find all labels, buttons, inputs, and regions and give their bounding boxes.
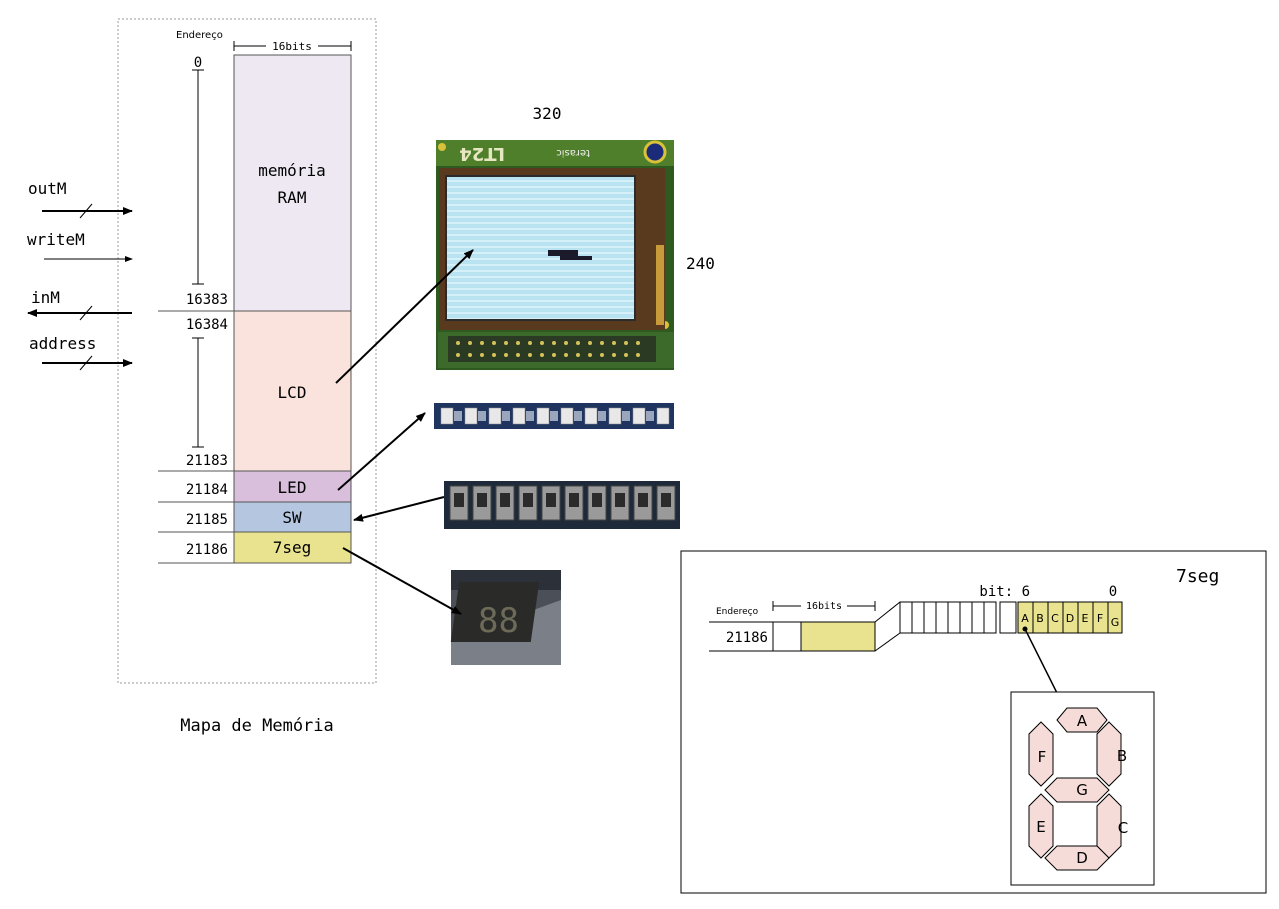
seg-photo-digits: 88 <box>478 601 519 641</box>
segment-f <box>1028 721 1054 787</box>
segment-d-label: D <box>1076 849 1088 867</box>
bit-label-C: C <box>1051 612 1059 625</box>
address-16384: 16384 <box>186 317 228 333</box>
segment-c-label: C <box>1118 819 1128 837</box>
bit-label-G: G <box>1111 616 1120 629</box>
lcd-height-label: 240 <box>686 254 715 273</box>
seg-detail-width-label: 16bits <box>806 601 842 612</box>
seg-detail-width-dimension: 16bits <box>772 601 876 612</box>
signal-inM-bus-mark <box>79 305 93 321</box>
arrow-led <box>337 412 426 491</box>
bit-label-E: E <box>1082 612 1089 625</box>
segment-g-label: G <box>1076 781 1088 799</box>
bit-6-label: bit: 6 <box>979 584 1030 600</box>
segment-a <box>1056 707 1108 733</box>
seg-detail-bit-cells <box>1017 601 1123 634</box>
signal-outM-label: outM <box>28 179 67 198</box>
segment-g <box>1044 777 1110 803</box>
segment-f-label: F <box>1038 748 1047 766</box>
lcd-range-bracket <box>192 337 204 448</box>
seg-detail-register-unused <box>772 621 802 652</box>
address-0: 0 <box>194 55 202 71</box>
region-lcd <box>233 310 352 472</box>
address-21186: 21186 <box>186 542 228 558</box>
signal-inM-label: inM <box>31 288 60 307</box>
segment-d <box>1044 845 1110 871</box>
seg-detail-address: 21186 <box>726 630 768 646</box>
bit-label-B: B <box>1036 612 1044 625</box>
lcd-width-label: 320 <box>533 104 562 123</box>
seg-detail-zoom-line-top <box>874 601 901 623</box>
memory-map-frame <box>117 18 377 684</box>
arrow-lcd <box>335 249 474 384</box>
lcd-brand-text: terasic <box>556 147 590 158</box>
bit-label-A: A <box>1021 612 1029 625</box>
lcd-board-text: LT24 <box>459 143 505 164</box>
address-16383: 16383 <box>186 292 228 308</box>
bit-0-label: 0 <box>1109 584 1117 600</box>
lcd-label: LCD <box>278 383 307 402</box>
ram-label-line1: memória <box>258 161 325 180</box>
address-21183: 21183 <box>186 453 228 469</box>
address-header: Endereço <box>176 30 223 41</box>
led-strip-image <box>434 403 674 429</box>
segment-b-label: B <box>1117 747 1127 765</box>
address-21184: 21184 <box>186 482 228 498</box>
seg-detail-register-used <box>800 621 876 652</box>
memory-map-title: Mapa de Memória <box>180 716 334 736</box>
region-sw <box>233 501 352 533</box>
seg-display-image: 88 <box>450 570 561 665</box>
width-label: 16bits <box>272 40 312 53</box>
address-21185: 21185 <box>186 512 228 528</box>
seg-label: 7seg <box>273 538 312 557</box>
arrow-sw <box>353 496 445 522</box>
segment-a-label: A <box>1077 712 1088 730</box>
signal-address-bus-mark <box>79 355 93 371</box>
segment-b <box>1096 721 1122 787</box>
region-ram <box>233 54 352 312</box>
lcd-header-pins <box>456 341 640 357</box>
region-seg <box>233 531 352 564</box>
bit-label-F: F <box>1097 612 1103 625</box>
seg-detail-title: 7seg <box>1176 566 1219 587</box>
segment-e <box>1028 793 1054 859</box>
seg-detail-upper-bits <box>899 601 1017 634</box>
ram-label-line2: RAM <box>278 188 307 207</box>
arrow-seg <box>342 547 462 615</box>
address-separators <box>158 310 234 564</box>
bit-label-D: D <box>1066 612 1074 625</box>
led-label: LED <box>278 478 307 497</box>
segment-e-label: E <box>1036 818 1045 836</box>
switches-image <box>444 481 680 529</box>
seg-detail-zoom-line-bottom <box>874 632 901 652</box>
sw-label: SW <box>282 508 302 527</box>
lcd-board-image: LT24 terasic <box>436 140 674 370</box>
ram-range-bracket <box>192 69 204 285</box>
seven-segment-digit <box>1028 707 1122 871</box>
signal-outM-bus-mark <box>79 203 93 219</box>
signal-writeM-label: writeM <box>27 230 85 249</box>
signal-address-label: address <box>29 334 96 353</box>
seg-detail-address-header: Endereço <box>716 607 759 617</box>
width-dimension: 16bits <box>233 40 352 53</box>
